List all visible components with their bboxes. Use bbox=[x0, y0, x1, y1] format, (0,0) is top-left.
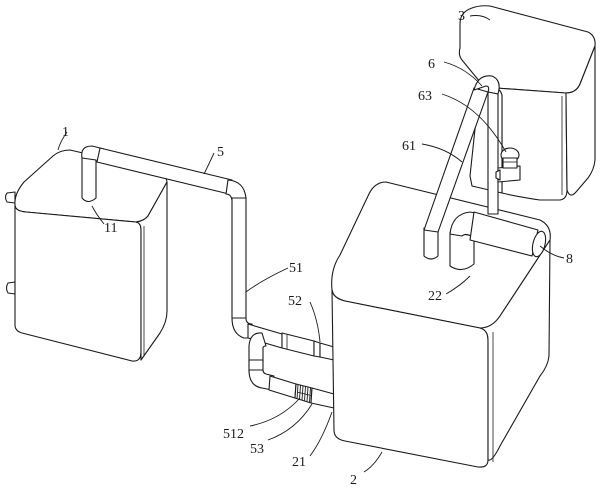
leader-2 bbox=[363, 451, 383, 473]
tank-3-front-face bbox=[495, 87, 568, 201]
label-3: 3 bbox=[458, 9, 465, 24]
leader-6 bbox=[443, 61, 483, 87]
leader-51 bbox=[245, 267, 289, 293]
tank-3-side-face bbox=[565, 45, 596, 196]
tank-2-side-face bbox=[479, 239, 551, 461]
pump-63-housing bbox=[502, 157, 518, 169]
pipe-21 bbox=[310, 387, 335, 409]
label-5: 5 bbox=[217, 145, 224, 160]
label-53: 53 bbox=[250, 442, 264, 457]
leader-22 bbox=[445, 275, 471, 295]
leader-21 bbox=[309, 411, 333, 457]
leader-5 bbox=[203, 152, 215, 175]
leader-61 bbox=[421, 143, 463, 163]
tank-1-port-lower bbox=[5, 281, 16, 295]
pump-63-flange bbox=[495, 169, 501, 181]
label-51: 51 bbox=[289, 261, 303, 276]
label-52: 52 bbox=[288, 294, 302, 309]
reference-labels: 1 11 5 51 52 512 53 21 2 22 8 3 6 63 61 bbox=[62, 9, 573, 488]
outlet-pipe-8 bbox=[449, 211, 547, 271]
leader-512 bbox=[249, 397, 301, 427]
tank-2 bbox=[331, 181, 551, 468]
leader-11 bbox=[91, 205, 105, 225]
leader-3 bbox=[469, 15, 491, 21]
pipe-8-horizontal bbox=[469, 211, 539, 257]
label-63: 63 bbox=[418, 89, 432, 104]
leader-63 bbox=[441, 93, 507, 153]
label-1: 1 bbox=[62, 125, 69, 140]
label-11: 11 bbox=[104, 221, 117, 236]
leader-1 bbox=[57, 131, 68, 151]
pipe-8-open-end bbox=[531, 230, 547, 258]
pipe-5-corner-elbow bbox=[225, 179, 247, 201]
label-22: 22 bbox=[428, 289, 442, 304]
label-512: 512 bbox=[223, 427, 244, 442]
pipe-6-vertical bbox=[487, 91, 499, 215]
pipe-61-stub bbox=[423, 227, 439, 260]
pipe-52-to-tank bbox=[319, 342, 335, 361]
leader-53 bbox=[267, 403, 313, 441]
label-8: 8 bbox=[566, 252, 573, 267]
connector-52-collar bbox=[313, 340, 321, 358]
label-6: 6 bbox=[428, 57, 435, 72]
leader-52 bbox=[309, 301, 321, 343]
leader-lines bbox=[57, 15, 565, 473]
pipe-6-assembly bbox=[423, 75, 521, 260]
lower-pipe-assembly bbox=[248, 332, 335, 409]
tank-1-front-face bbox=[14, 204, 142, 362]
pipe-512-horizontal bbox=[268, 375, 297, 399]
pipe-6-top-elbow bbox=[473, 75, 500, 95]
pipe-11-inlet bbox=[81, 155, 97, 203]
pipe-22-stub bbox=[449, 231, 475, 271]
pipe-51-vertical bbox=[231, 197, 247, 319]
filter-53-hatching bbox=[296, 384, 312, 403]
label-21: 21 bbox=[292, 455, 306, 470]
pipe-512-upper-elbow bbox=[248, 332, 267, 363]
pipe-512-lower-elbow bbox=[248, 369, 275, 391]
leader-8 bbox=[539, 245, 565, 259]
label-2: 2 bbox=[350, 473, 357, 488]
tank-1-port-upper bbox=[4, 191, 16, 204]
label-61: 61 bbox=[402, 139, 416, 154]
pipe-5 bbox=[81, 145, 335, 361]
